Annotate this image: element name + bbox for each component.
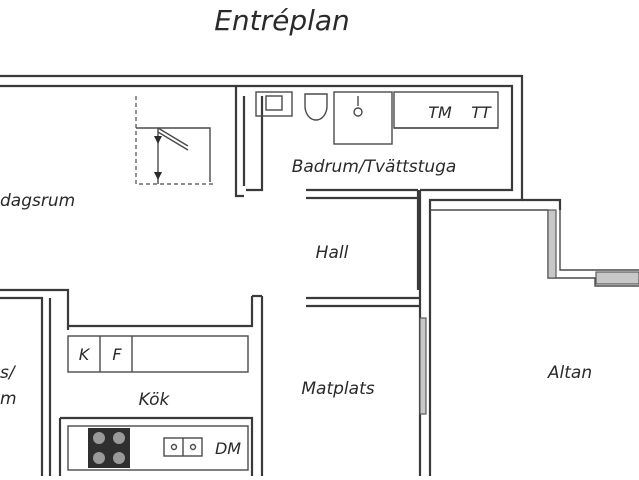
dishwasher-dm-label: DM: [215, 439, 241, 458]
kitchen-counter-top: [67, 335, 249, 373]
bathroom-area: TM TT Badrum/Tvättstuga: [255, 91, 499, 177]
altan-glass-wall: [547, 209, 557, 279]
shower-icon: [333, 91, 393, 145]
tt-label: TT: [471, 103, 492, 122]
hall-divider: Hall Matplats: [301, 243, 427, 415]
interior-walls: [234, 86, 420, 290]
left-room-label-1: s/: [0, 363, 17, 383]
tm-label: TM: [428, 103, 452, 122]
kitchen: K F Kök DM: [58, 294, 264, 476]
stove-icon: [88, 428, 130, 468]
kok-label: Kök: [139, 390, 171, 410]
altan-outline: [430, 209, 639, 287]
plan-title: Entréplan: [214, 4, 350, 37]
vardagsrum-label: dagsrum: [0, 191, 75, 211]
toilet-icon: [304, 93, 328, 121]
exterior-walls: [0, 74, 562, 476]
bathroom-label: Badrum/Tvättstuga: [292, 157, 457, 177]
fridge-k-label: K: [79, 345, 91, 364]
left-room-label-2: m: [0, 389, 17, 409]
window-strip: [419, 317, 427, 415]
hall-label: Hall: [316, 243, 349, 263]
staircase: [135, 96, 216, 185]
kitchen-counter-bottom: [67, 425, 249, 471]
freezer-f-label: F: [112, 345, 122, 364]
matplats-label: Matplats: [301, 379, 374, 399]
sink-icon: [255, 91, 293, 117]
altan-railing: [595, 271, 639, 285]
living-area: dagsrum s/ m: [0, 191, 75, 476]
altan-label: Altan: [547, 363, 592, 383]
